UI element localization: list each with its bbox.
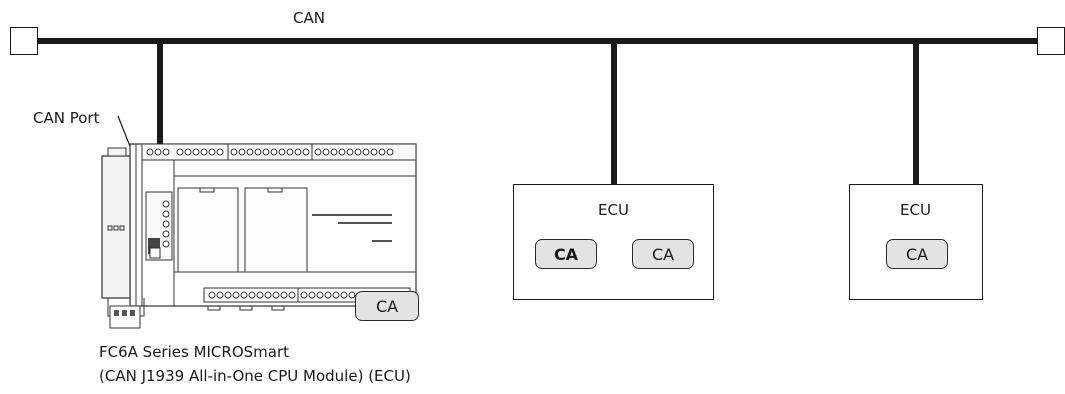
drop-line-ecu2 (913, 41, 919, 184)
ecu-1-ca-badge-secondary: CA (632, 239, 694, 269)
bus-terminator-right (1037, 27, 1065, 55)
can-bus-line (38, 38, 1038, 44)
plc-caption-line2: (CAN J1939 All-in-One CPU Module) (ECU) (99, 367, 411, 385)
ecu-box-1: ECU CA CA (513, 184, 714, 300)
drop-line-ecu1 (611, 41, 617, 184)
can-bus-label: CAN (293, 9, 325, 27)
drop-line-plc (157, 41, 163, 211)
ecu-2-ca-badge: CA (886, 239, 948, 269)
plc-caption-line1: FC6A Series MICROSmart (99, 343, 290, 361)
ecu-box-2: ECU CA (849, 184, 983, 300)
ecu-2-title: ECU (900, 201, 931, 219)
plc-ca-badge: CA (355, 291, 419, 321)
ecu-1-title: ECU (598, 201, 629, 219)
can-port-label: CAN Port (33, 109, 100, 127)
bus-terminator-left (10, 27, 38, 55)
ecu-1-ca-badge-primary: CA (535, 239, 597, 269)
